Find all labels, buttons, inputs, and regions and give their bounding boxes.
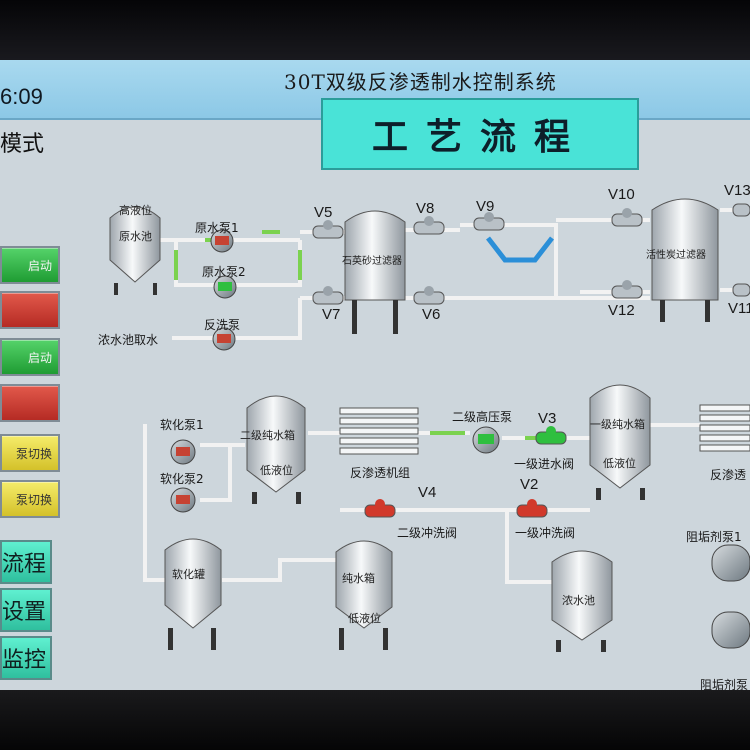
level1-inlet-valve-label: 一级进水阀 (514, 457, 575, 471)
valve-v6[interactable] (413, 286, 445, 305)
valve-v13[interactable] (732, 203, 750, 217)
valve-v10-label: V10 (608, 186, 635, 203)
level1-flush-valve-label: 一级冲洗阀 (515, 526, 576, 540)
valve-v13-label: V13 (724, 182, 750, 199)
pump-backwash[interactable] (212, 327, 236, 351)
pure-tank-low-level-label: 低液位 (348, 612, 381, 625)
tank-level1-pure (589, 384, 651, 500)
valve-v7[interactable] (312, 286, 344, 305)
valve-v2-flush[interactable] (516, 499, 548, 518)
raw-pump-1-label: 原水泵1 (195, 221, 239, 235)
softening-pump-2-label: 软化泵2 (160, 472, 204, 486)
pipe-soft-left (143, 424, 165, 582)
start-button-2[interactable]: 启动 (0, 338, 60, 376)
ro-membrane-stack-1 (699, 404, 750, 452)
raw-pump-2-label: 原水泵2 (202, 265, 246, 279)
system-title: 30T双级反渗透制水控制系统 (284, 70, 557, 94)
valve-v10[interactable] (611, 208, 643, 227)
concentrate-tank-label: 浓水池 (562, 594, 595, 607)
valve-v2-label: V2 (520, 476, 539, 493)
pump-antiscalant-1[interactable] (711, 544, 750, 582)
pure-tank-label: 纯水箱 (342, 572, 375, 585)
pump-raw-2[interactable] (213, 275, 237, 299)
monitor-bezel-bottom (0, 690, 750, 750)
pump-switch-button-2[interactable]: 泵切换 (0, 480, 60, 518)
softener-label: 软化罐 (172, 568, 205, 581)
ro-membrane-stack-2 (339, 407, 419, 455)
v9-trough (486, 236, 554, 263)
valve-v4-label: V4 (418, 484, 437, 501)
nav-monitor-button[interactable]: 监控 (0, 636, 52, 680)
start-button-1[interactable]: 启动 (0, 246, 60, 284)
tank-carbon-filter (651, 198, 719, 322)
stop-button-2[interactable] (0, 384, 60, 422)
tank-raw-water (109, 206, 161, 295)
pipe-soft-pump2 (200, 445, 232, 502)
pump-raw-1[interactable] (210, 229, 234, 253)
valve-v4-flush[interactable] (364, 499, 396, 518)
tank-concentrate (551, 550, 613, 652)
antiscalant-pump-1-label: 阻垢剂泵1 (686, 530, 742, 544)
softening-pump-1-label: 软化泵1 (160, 418, 204, 432)
level2-flush-valve-label: 二级冲洗阀 (397, 526, 458, 540)
pump-level2-hp[interactable] (472, 426, 500, 454)
valve-v8-label: V8 (416, 200, 435, 217)
valve-v3-label: V3 (538, 410, 557, 427)
antiscalant-pump-2-label: 阻垢剂泵 (700, 678, 749, 692)
backwash-pump-label: 反洗泵 (204, 318, 241, 332)
valve-v3[interactable] (535, 426, 567, 445)
valve-v11[interactable] (732, 283, 750, 297)
valve-v9[interactable] (473, 212, 505, 231)
raw-tank-label: 原水池 (119, 230, 152, 243)
valve-v5-label: V5 (314, 204, 333, 221)
clock-time: 6:09 (0, 84, 43, 109)
nav-process-button[interactable]: 流程 (0, 540, 52, 584)
valve-v12[interactable] (611, 280, 643, 299)
concentrate-intake-label: 浓水池取水 (98, 333, 159, 347)
stop-button-1[interactable] (0, 291, 60, 329)
valve-v7-label: V7 (322, 306, 341, 323)
level1-tank-label: 一级纯水箱 (590, 418, 645, 431)
pump-softening-2[interactable] (170, 487, 196, 513)
tank-softener (164, 538, 222, 650)
carbon-filter-label: 活性炭过滤器 (646, 250, 706, 261)
mode-label: 模式 (0, 132, 45, 157)
valve-v5[interactable] (312, 220, 344, 239)
level2-low-level-label: 低液位 (260, 464, 293, 477)
valve-v6-label: V6 (422, 306, 441, 323)
pump-switch-button-1[interactable]: 泵切换 (0, 434, 60, 472)
ro-unit-2-label: 反渗透机组 (350, 466, 411, 480)
level2-hp-pump-label: 二级高压泵 (452, 410, 513, 424)
tank-level2-pure (246, 395, 306, 504)
ro-unit-1-label: 反渗透 (710, 468, 747, 482)
pump-softening-1[interactable] (170, 439, 196, 465)
process-flow-title: 工艺流程 (321, 98, 639, 170)
valve-v11-label: V11 (728, 300, 750, 317)
valve-v12-label: V12 (608, 302, 635, 319)
level1-low-level-label: 低液位 (603, 457, 636, 470)
monitor-bezel-top (0, 0, 750, 62)
valve-v9-label: V9 (476, 198, 495, 215)
pump-antiscalant-2[interactable] (711, 611, 750, 649)
tank-sand-filter (344, 210, 406, 334)
tank-pure-water (335, 540, 393, 650)
pipe-v2-down (505, 510, 552, 584)
pipe-soft-to-pure (222, 558, 336, 582)
raw-tank-high-level-label: 高液位 (119, 204, 152, 217)
level2-tank-label: 二级纯水箱 (240, 429, 295, 442)
nav-settings-button[interactable]: 设置 (0, 588, 52, 632)
sand-filter-label: 石英砂过滤器 (342, 256, 402, 267)
valve-v8[interactable] (413, 216, 445, 235)
